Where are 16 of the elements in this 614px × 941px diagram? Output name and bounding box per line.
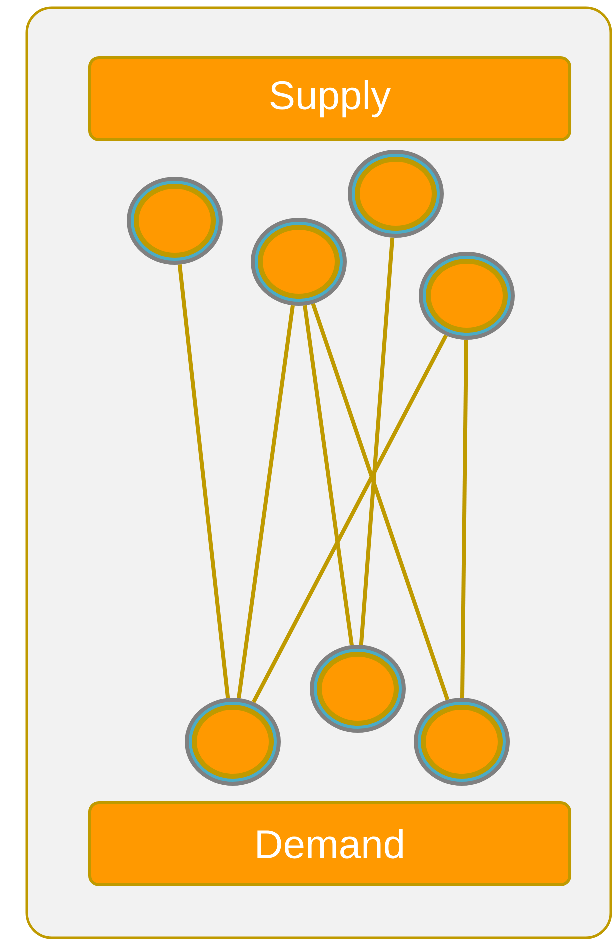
node-circle [310, 645, 406, 733]
connector-line [460, 340, 468, 698]
connector-line [359, 238, 395, 646]
node-circle [127, 177, 223, 265]
label-box: Demand [88, 802, 572, 886]
node-circle [185, 698, 281, 786]
node-circle [348, 150, 444, 238]
connector-line [237, 305, 295, 699]
connector-line [311, 303, 450, 701]
node-circle [414, 698, 510, 786]
connector-line [178, 264, 230, 698]
node-circle [251, 218, 347, 306]
connector-line [252, 334, 448, 704]
connector-line [303, 305, 354, 646]
label-box: Supply [88, 56, 572, 142]
node-circle [419, 252, 515, 340]
